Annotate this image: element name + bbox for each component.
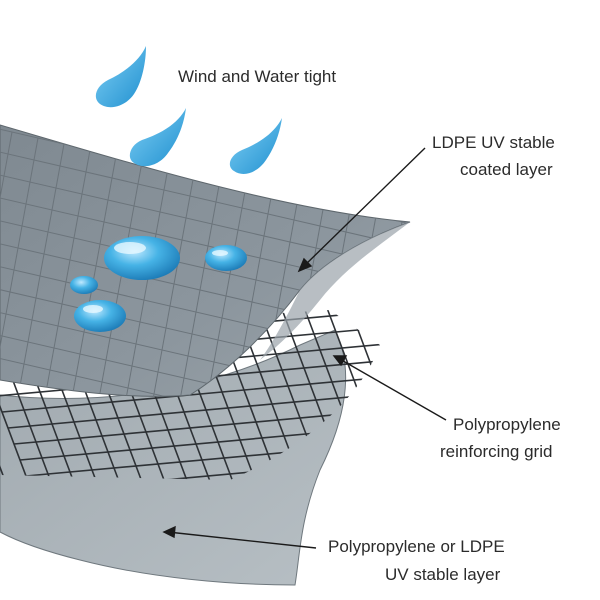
raindrops — [95, 46, 282, 174]
droplet-small — [70, 276, 98, 294]
grid-line — [19, 415, 380, 461]
label-top-layer-line2: coated layer — [460, 160, 553, 179]
grid-line — [13, 399, 380, 445]
label-bottom-layer-line1: Polypropylene or LDPE — [328, 537, 505, 556]
label-top-layer-line1: LDPE UV stable — [432, 133, 555, 152]
arrowhead — [332, 355, 348, 367]
leader-grid — [337, 357, 447, 421]
leader-bottom-layer — [167, 531, 317, 549]
droplet-highlight — [212, 250, 228, 256]
grid-line — [0, 339, 410, 397]
label-grid-line2: reinforcing grid — [440, 442, 552, 461]
grid-line — [345, 221, 403, 397]
label-bottom-layer-line2: UV stable layer — [385, 565, 501, 584]
grid-line — [0, 131, 13, 397]
grid-line — [1, 367, 380, 413]
arrowhead — [297, 257, 313, 273]
droplet-lower — [74, 300, 126, 332]
grid-line — [7, 383, 380, 429]
grid-line — [333, 310, 380, 480]
droplet-large — [104, 236, 180, 280]
grid-line — [0, 310, 45, 480]
raindrop-icon — [229, 118, 282, 174]
top-layer-curl-shade — [260, 222, 410, 360]
arrowhead — [162, 525, 176, 539]
leader-top-layer — [301, 147, 426, 269]
droplet-right — [205, 245, 247, 271]
grid-line — [25, 431, 380, 477]
water-droplets — [70, 236, 247, 332]
droplet-highlight — [83, 305, 103, 313]
leader-lines — [162, 147, 447, 549]
droplet-highlight — [114, 242, 146, 254]
raindrop-icon — [129, 108, 186, 167]
label-grid-line1: Polypropylene — [453, 415, 561, 434]
grid-line — [0, 317, 410, 397]
grid-line — [424, 240, 480, 548]
grid-line — [397, 233, 410, 397]
label-wind-water-tight: Wind and Water tight — [178, 67, 336, 86]
raindrop-icon — [95, 46, 146, 108]
